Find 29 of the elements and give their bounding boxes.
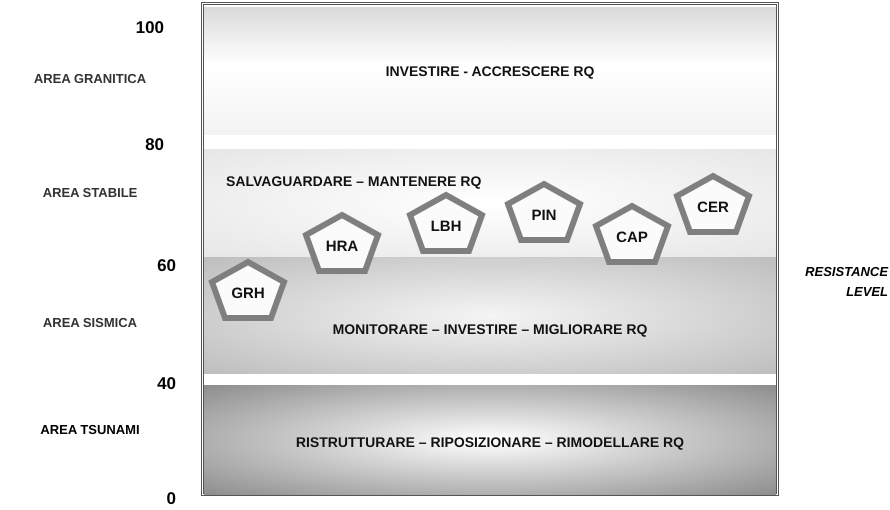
axis-tick-label: 80	[144, 134, 164, 156]
pentagon-marker	[673, 172, 753, 236]
pentagon-label: CER	[697, 198, 729, 218]
pentagon-marker	[302, 211, 382, 275]
area-label: AREA GRANITICA	[32, 70, 148, 88]
zone-band	[204, 7, 776, 135]
pentagon-label: PIN	[531, 206, 556, 226]
axis-tick-label: 60	[156, 255, 176, 277]
pentagon-label: GRH	[231, 284, 265, 304]
pentagon-label: LBH	[430, 216, 462, 237]
axis-tick-label: AREA TSUNAMI	[39, 421, 141, 439]
zone-band	[204, 257, 776, 374]
pentagon-marker	[504, 180, 584, 244]
area-label: AREA STABILE	[42, 184, 138, 202]
area-label: AREA SISMICA	[42, 314, 138, 332]
pentagon-marker	[592, 202, 672, 266]
pentagon-label: HRA	[326, 236, 358, 257]
zone-band	[204, 149, 776, 257]
zone-label: RISTRUTTURARE – RIPOSIZIONARE – RIMODELLARE RQ	[296, 432, 684, 452]
zone-label: MONITORARE – INVESTIRE – MIGLIORARE RQ	[332, 320, 648, 339]
axis-title: RESISTANCE LEVEL	[804, 263, 888, 301]
zone-band	[204, 385, 776, 495]
zone-label: INVESTIRE - ACCRESCERE RQ	[386, 62, 594, 81]
axis-tick-label: 0	[166, 489, 176, 509]
axis-tick-label: 100	[134, 17, 164, 39]
pentagon-marker	[406, 191, 486, 255]
axis-tick-label: 40	[156, 373, 176, 395]
pentagon-label: CAP	[616, 228, 648, 248]
zone-label: SALVAGUARDARE – MANTENERE RQ	[226, 172, 482, 191]
